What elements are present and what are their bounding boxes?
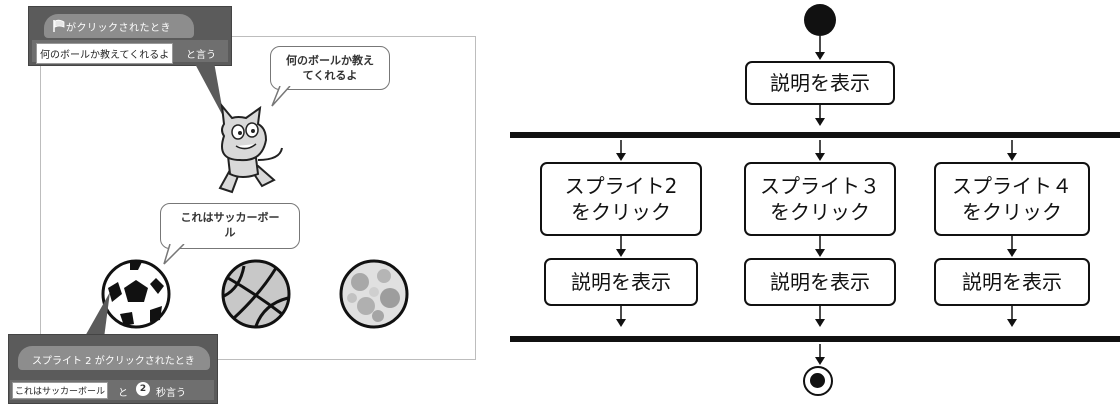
action-show-description: 説明を表示 [544,258,698,306]
action-show-description: 説明を表示 [744,258,896,306]
action-show-description: 説明を表示 [745,61,895,105]
action-show-description: 説明を表示 [934,258,1090,306]
action-line: をクリック [962,200,1062,224]
hat-event-label: がクリックされたとき [66,23,171,34]
fork-bar [510,132,1120,138]
say-suffix: 秒言う [156,388,186,399]
cat-bubble-tail [271,86,291,107]
initial-node [804,4,836,36]
action-click-sprite2: スプライト2 をクリック [540,162,702,236]
final-node-dot [810,373,825,388]
block-2-callout-pointer [84,292,110,338]
bubble-line: てくれるよ [302,69,358,82]
hat-event-label: スプライト 2 がクリックされたとき [32,356,195,367]
action-click-sprite3: スプライト３ をクリック [744,162,896,236]
block-callout-pointer [194,62,224,118]
action-line: をクリック [770,200,870,224]
join-bar [510,336,1120,342]
action-line: をクリック [571,200,671,224]
ball-bubble-tail [163,244,185,265]
scratch-cat-sprite [218,102,283,194]
action-line: スプライト2 [564,174,678,198]
hat-block-top [44,14,194,38]
ball-speech-bubble: これはサッカーボー ル [160,203,300,249]
action-click-sprite4: スプライト４ をクリック [934,162,1090,236]
hat-block-top [18,346,210,370]
secs-slot: 2 [136,382,150,396]
say-text-slot: 何のボールか教えてくれるよ [36,43,174,64]
dotted-ball-sprite [339,259,409,329]
say-mid: と [118,388,128,399]
bubble-line: これはサッカーボー [180,211,280,224]
bubble-line: ル [224,226,236,239]
basketball-sprite [221,259,291,329]
action-line: スプライト４ [952,174,1072,198]
say-text-slot: これはサッカーボール [12,382,109,399]
soccer-ball-sprite [101,259,171,329]
bubble-line: 何のボールか教え [286,54,374,67]
cat-speech-bubble: 何のボールか教え てくれるよ [270,46,390,90]
final-node [803,366,833,396]
action-line: スプライト３ [760,174,880,198]
green-flag-icon [52,18,66,37]
say-suffix: と言う [186,50,216,61]
